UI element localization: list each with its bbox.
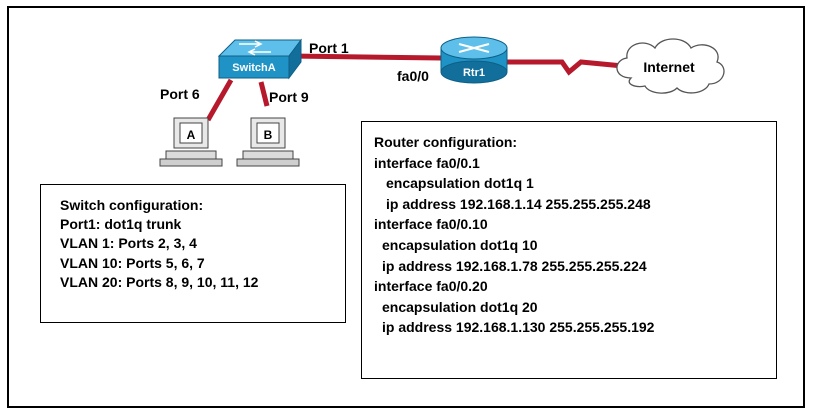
- switch-config-line: VLAN 10: Ports 5, 6, 7: [60, 254, 205, 271]
- router-config-ip-address: ip address 192.168.1.78 255.255.255.224: [382, 257, 647, 274]
- router-config-encapsulation: encapsulation dot1q 1: [386, 175, 534, 192]
- port-1-label: Port 1: [309, 40, 349, 56]
- fa0-0-label: fa0/0: [397, 68, 429, 84]
- switch-label: SwitchA: [232, 62, 275, 74]
- pc-b-icon: B: [236, 117, 300, 167]
- switch-icon: SwitchA: [217, 38, 302, 80]
- network-topology: SwitchA Rtr1 Internet A: [159, 36, 725, 167]
- link-switch-router: [290, 53, 442, 61]
- router-config-title: Router configuration:: [374, 134, 518, 150]
- router-config-encapsulation: encapsulation dot1q 20: [382, 298, 538, 315]
- pc-b-label: B: [264, 128, 273, 142]
- port-9-label: Port 9: [269, 89, 309, 105]
- router-config-ip-address: ip address 192.168.1.130 255.255.255.192: [382, 319, 655, 336]
- switch-config-line: Port1: dot1q trunk: [60, 216, 182, 233]
- router-config-interface: interface fa0/0.1: [374, 154, 480, 171]
- internet-label: Internet: [643, 59, 695, 75]
- link-router-internet: [506, 59, 624, 76]
- internet-cloud-icon: Internet: [616, 38, 725, 94]
- pc-a-icon: A: [159, 117, 223, 167]
- router-config-encapsulation: encapsulation dot1q 10: [382, 236, 538, 253]
- router-config-box: Router configuration: interface fa0/0.1 …: [361, 121, 777, 379]
- link-switch-pc-b: [258, 81, 270, 107]
- link-switch-pc-a: [205, 78, 234, 122]
- router-label: Rtr1: [463, 67, 485, 79]
- switch-config-line: VLAN 20: Ports 8, 9, 10, 11, 12: [60, 273, 259, 290]
- router-config-ip-address: ip address 192.168.1.14 255.255.255.248: [386, 195, 651, 212]
- router-config-interface: interface fa0/0.10: [374, 216, 488, 233]
- router-config-interface: interface fa0/0.20: [374, 278, 488, 295]
- switch-config-line: VLAN 1: Ports 2, 3, 4: [60, 235, 197, 252]
- router-icon: Rtr1: [440, 36, 508, 84]
- port-6-label: Port 6: [160, 86, 200, 102]
- switch-config-title: Switch configuration:: [60, 197, 204, 213]
- switch-config-box: Switch configuration: Port1: dot1q trunk…: [40, 184, 346, 323]
- pc-a-label: A: [187, 128, 196, 142]
